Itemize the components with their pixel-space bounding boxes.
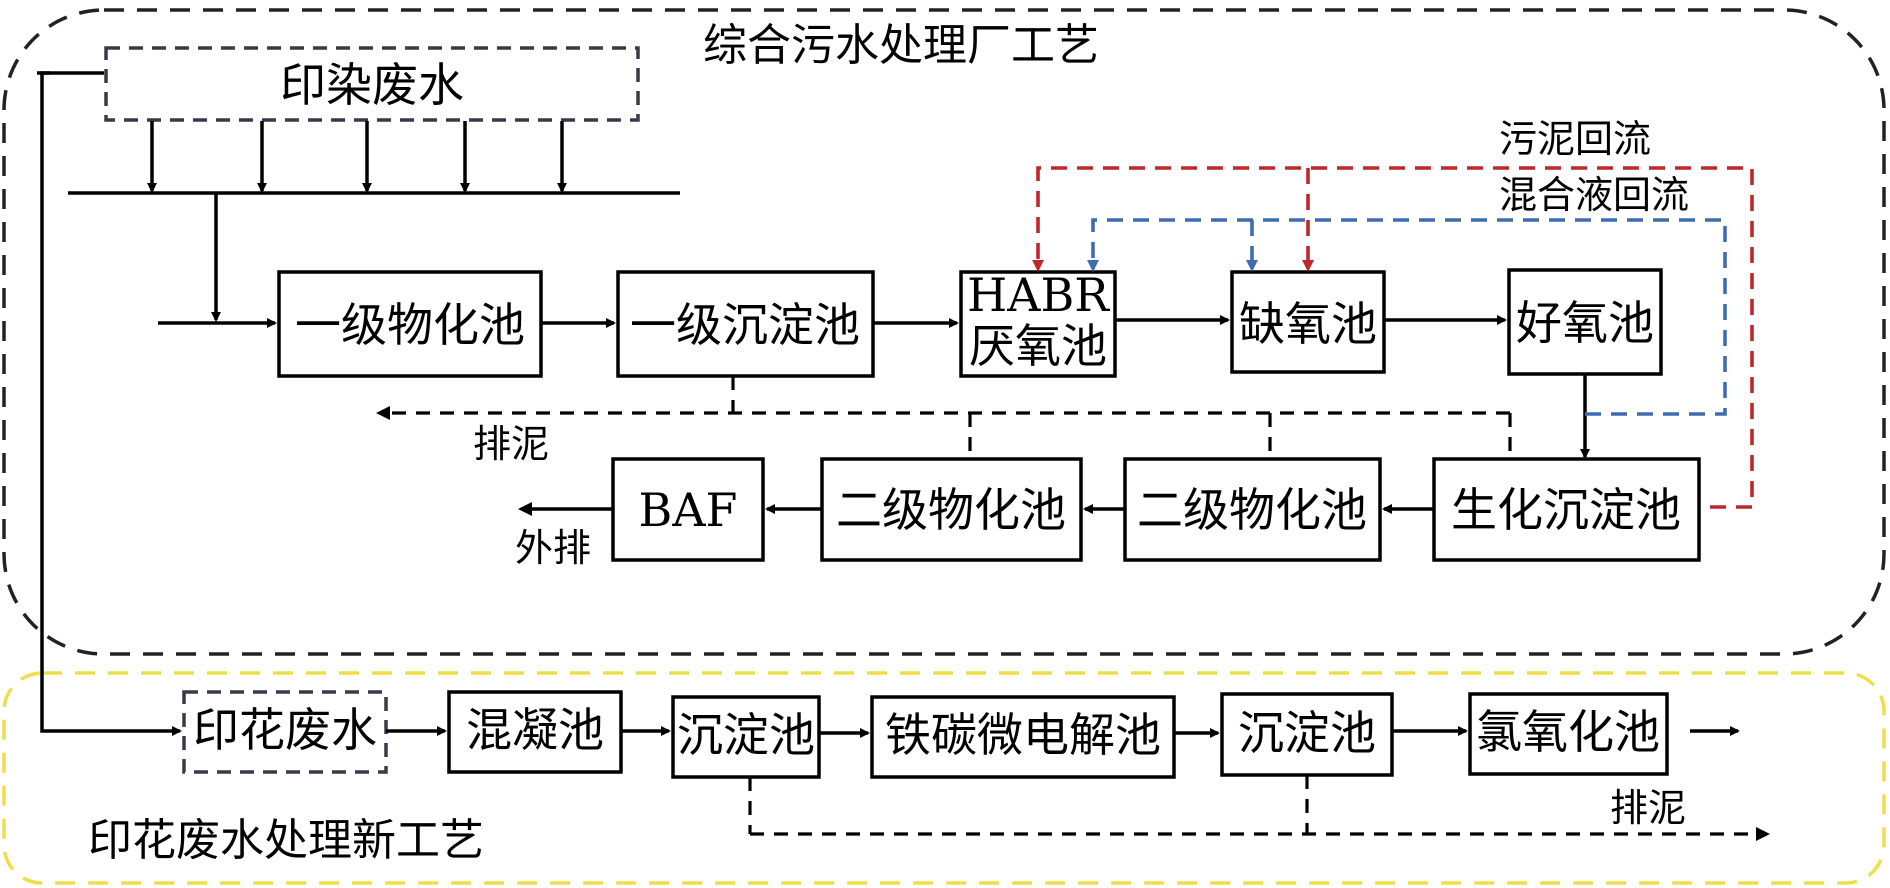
printing-wastewater-box	[182, 690, 388, 774]
anoxic-label: 缺氧池	[1239, 297, 1377, 351]
secondary-physchem-a-label: 二级物化池	[836, 483, 1066, 537]
new-process-region-title: 印花废水处理新工艺	[88, 815, 484, 866]
mixed-liquor-return-line	[1087, 218, 1727, 416]
habr-label: HABR	[967, 268, 1110, 322]
anoxic-box	[1230, 270, 1386, 374]
secondary-physchem-b-box	[1123, 457, 1382, 562]
secondary-physchem-a-box	[820, 457, 1083, 562]
aerobic-box	[1507, 268, 1663, 376]
iron-carbon-box	[870, 695, 1176, 779]
primary-settling-label: 一级沉淀池	[630, 298, 860, 352]
coagulation-label: 混凝池	[466, 703, 604, 757]
bio-settling-box	[1432, 457, 1701, 562]
new-process-region-border	[2, 671, 1886, 885]
sludge-return-line	[1032, 166, 1754, 509]
diverted-flow-line	[40, 71, 182, 736]
primary-physchem-box	[277, 270, 543, 378]
habr-anaerobic-box	[959, 270, 1117, 378]
plant-region-title: 综合污水处理厂工艺	[703, 20, 1099, 71]
sludge-discharge-arrowhead	[376, 406, 390, 420]
dyeing-wastewater-box	[104, 46, 640, 122]
aerobic-label: 好氧池	[1516, 296, 1654, 350]
baf-label: BAF	[639, 483, 738, 537]
effluent-label: 外排	[515, 526, 591, 570]
bio-settling-label: 生化沉淀池	[1451, 483, 1681, 537]
settling-1-box	[671, 695, 821, 779]
baf-box	[611, 457, 765, 562]
effluent-arrowhead	[518, 502, 532, 516]
plant-region-border	[2, 8, 1886, 656]
chlorination-label: 氯氧化池	[1476, 705, 1660, 759]
sludge-discharge-label-bottom: 排泥	[1610, 786, 1686, 830]
secondary-physchem-b-label: 二级物化池	[1137, 483, 1367, 537]
settling-2-label: 沉淀池	[1238, 706, 1376, 760]
primary-physchem-label: 一级物化池	[295, 298, 525, 352]
iron-carbon-label: 铁碳微电解池	[885, 708, 1161, 762]
printing-wastewater-label: 印花废水	[193, 703, 377, 757]
mixed-liquor-return-label: 混合液回流	[1499, 173, 1689, 217]
coagulation-box	[447, 690, 623, 774]
sludge-discharge-arrowhead-bottom	[1756, 827, 1770, 841]
anaerobic-label: 厌氧池	[969, 319, 1107, 373]
settling-2-box	[1220, 692, 1394, 777]
sludge-discharge-label-top: 排泥	[473, 422, 549, 466]
settling-1-label: 沉淀池	[677, 708, 815, 762]
dyeing-wastewater-label: 印染废水	[280, 58, 464, 112]
sludge-return-label: 污泥回流	[1499, 117, 1651, 161]
chlorination-box	[1468, 692, 1669, 776]
